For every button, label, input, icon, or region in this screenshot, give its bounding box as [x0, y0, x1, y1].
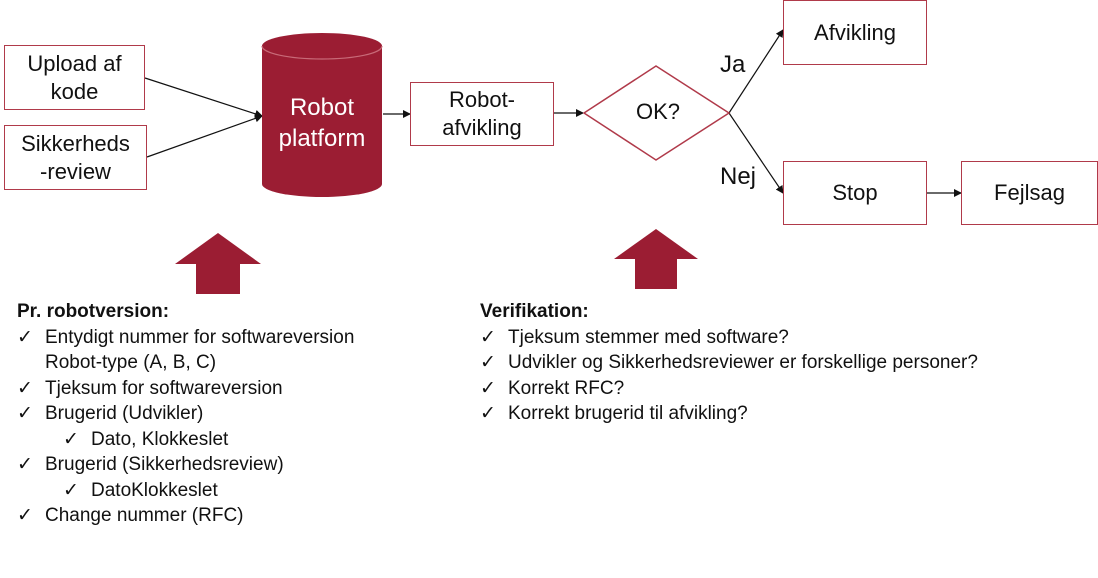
- check-icon: ✓: [17, 454, 33, 475]
- robot-version-list: Pr. robotversion: ✓Entydigt nummer for s…: [17, 299, 354, 529]
- list-item: ✓Entydigt nummer for softwareversion: [17, 325, 354, 351]
- list-item: ✓Tjeksum for softwareversion: [17, 376, 354, 402]
- list-item: ✓Dato, Klokkeslet: [17, 427, 354, 453]
- up-arrow-left: [175, 233, 261, 294]
- ok-decision-diamond: [582, 65, 731, 161]
- robot-version-title: Pr. robotversion:: [17, 301, 170, 322]
- check-icon: ✓: [17, 505, 33, 526]
- check-icon: ✓: [63, 428, 79, 450]
- check-icon: ✓: [480, 377, 496, 399]
- check-icon: ✓: [480, 352, 496, 373]
- check-icon: ✓: [17, 326, 33, 348]
- security-review-box: Sikkerheds -review: [4, 125, 147, 190]
- up-arrow-right: [614, 229, 698, 289]
- verification-list: Verifikation: ✓Tjeksum stemmer med softw…: [480, 299, 978, 427]
- robot-platform-cylinder: [261, 33, 383, 197]
- list-item: ✓Change nummer (RFC): [17, 503, 354, 529]
- afvikling-box: Afvikling: [783, 0, 927, 65]
- check-icon: ✓: [480, 403, 496, 424]
- no-edge-label: Nej: [720, 163, 757, 190]
- list-item: ✓Korrekt RFC?: [480, 376, 978, 402]
- check-icon: ✓: [63, 479, 79, 501]
- check-icon: ✓: [480, 326, 496, 348]
- edge-upload-to-platform: [144, 77, 263, 118]
- yes-edge-label: Ja: [720, 51, 746, 78]
- fejlsag-box: Fejlsag: [961, 161, 1098, 225]
- robot-platform-label: Robot platform: [278, 94, 366, 152]
- list-item: ✓Tjeksum stemmer med software?: [480, 325, 978, 351]
- edge-ok-to-stop: [728, 112, 784, 194]
- verification-title: Verifikation:: [480, 301, 589, 322]
- list-item: ✓Korrekt brugerid til afvikling?: [480, 401, 978, 427]
- list-item: ✓Brugerid (Sikkerhedsreview): [17, 452, 354, 478]
- check-icon: ✓: [17, 403, 33, 424]
- robot-run-box: Robot- afvikling: [410, 82, 554, 146]
- edge-ok-to-afvikling: [728, 29, 784, 114]
- stop-box: Stop: [783, 161, 927, 225]
- list-item: ✓Udvikler og Sikkerhedsreviewer er forsk…: [480, 350, 978, 376]
- edge-review-to-platform: [146, 114, 263, 158]
- list-item: ✓Brugerid (Udvikler): [17, 401, 354, 427]
- check-icon: ✓: [17, 377, 33, 399]
- list-item: ✓DatoKlokkeslet: [17, 478, 354, 504]
- list-item: Robot-type (A, B, C): [45, 352, 217, 373]
- upload-code-box: Upload af kode: [4, 45, 145, 110]
- ok-decision-label: OK?: [635, 99, 681, 124]
